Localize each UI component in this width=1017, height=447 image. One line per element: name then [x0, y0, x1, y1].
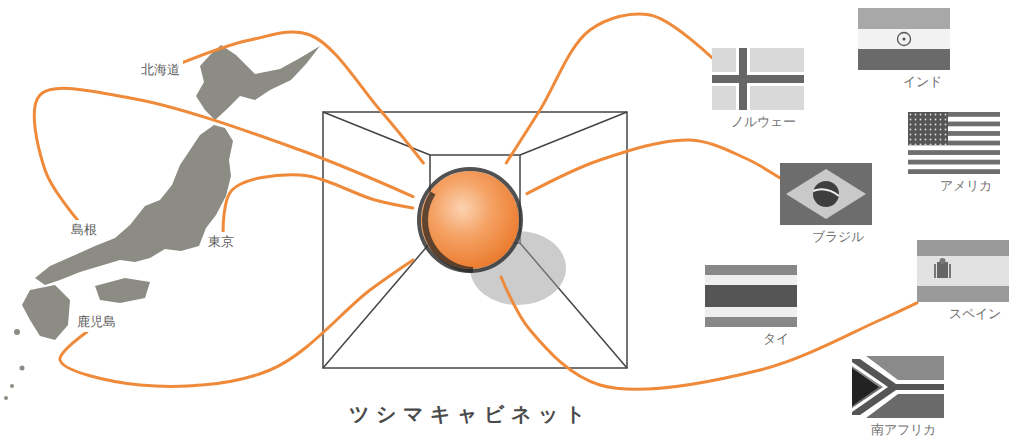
place-name: 島根 — [68, 220, 100, 240]
flag-image — [852, 356, 944, 418]
kyushu-shape — [22, 285, 70, 340]
flag-picture — [705, 265, 797, 327]
flag-image — [917, 240, 1009, 302]
country-flag: ブラジル — [780, 163, 872, 246]
orange-sphere — [413, 163, 527, 277]
island — [14, 329, 20, 335]
place-name: 鹿児島 — [74, 312, 119, 332]
country-flag: 南アフリカ — [852, 356, 944, 439]
japan-map — [4, 45, 320, 400]
flag-picture — [852, 356, 944, 418]
flag-picture — [712, 48, 804, 110]
flag-picture — [917, 240, 1009, 302]
country-name: タイ — [705, 327, 797, 348]
route-curve — [223, 175, 413, 232]
country-flag: アメリカ — [908, 112, 1000, 195]
country-name: ノルウェー — [712, 110, 804, 131]
country-name: スペイン — [917, 302, 1009, 323]
flag-image — [780, 163, 872, 225]
flag-image — [908, 112, 1000, 174]
cabinet-edge — [323, 112, 430, 155]
place-name: 北海道 — [138, 60, 183, 80]
country-flag: タイ — [705, 265, 797, 348]
brush-stroke — [425, 193, 473, 270]
country-flag: スペイン — [917, 240, 1009, 323]
cabinet-sphere: ツシマキャビネット — [413, 163, 527, 277]
flag-picture — [858, 8, 950, 70]
flag-image — [712, 48, 804, 110]
place-name: 東京 — [205, 232, 237, 252]
route-curve — [527, 140, 780, 194]
place-label: 島根 — [68, 220, 100, 240]
place-label: 鹿児島 — [74, 312, 119, 332]
island — [20, 366, 25, 371]
flag-image — [705, 265, 797, 327]
country-name: 南アフリカ — [852, 418, 944, 439]
route-curve — [60, 260, 413, 387]
cabinet-title: ツシマキャビネット — [349, 401, 592, 428]
cabinet-outer — [323, 112, 627, 368]
country-name: ブラジル — [780, 225, 872, 246]
island — [4, 396, 8, 400]
brush-ring — [419, 169, 521, 271]
hokkaido-shape — [196, 45, 320, 120]
country-name: インド — [858, 70, 950, 91]
country-flag: インド — [858, 8, 950, 91]
place-label: 北海道 — [138, 60, 183, 80]
route-curve — [183, 32, 423, 163]
cabinet-edge — [323, 243, 430, 368]
flag-image — [858, 8, 950, 70]
island — [10, 384, 14, 388]
place-label: 東京 — [205, 232, 237, 252]
country-name: アメリカ — [908, 174, 1000, 195]
cabinet-frame — [323, 112, 627, 368]
shikoku-shape — [95, 278, 150, 303]
country-flag: ノルウェー — [712, 48, 804, 131]
flag-picture — [780, 163, 872, 225]
flag-picture — [908, 112, 1000, 174]
route-curve — [34, 88, 413, 220]
sphere-body — [421, 171, 519, 269]
